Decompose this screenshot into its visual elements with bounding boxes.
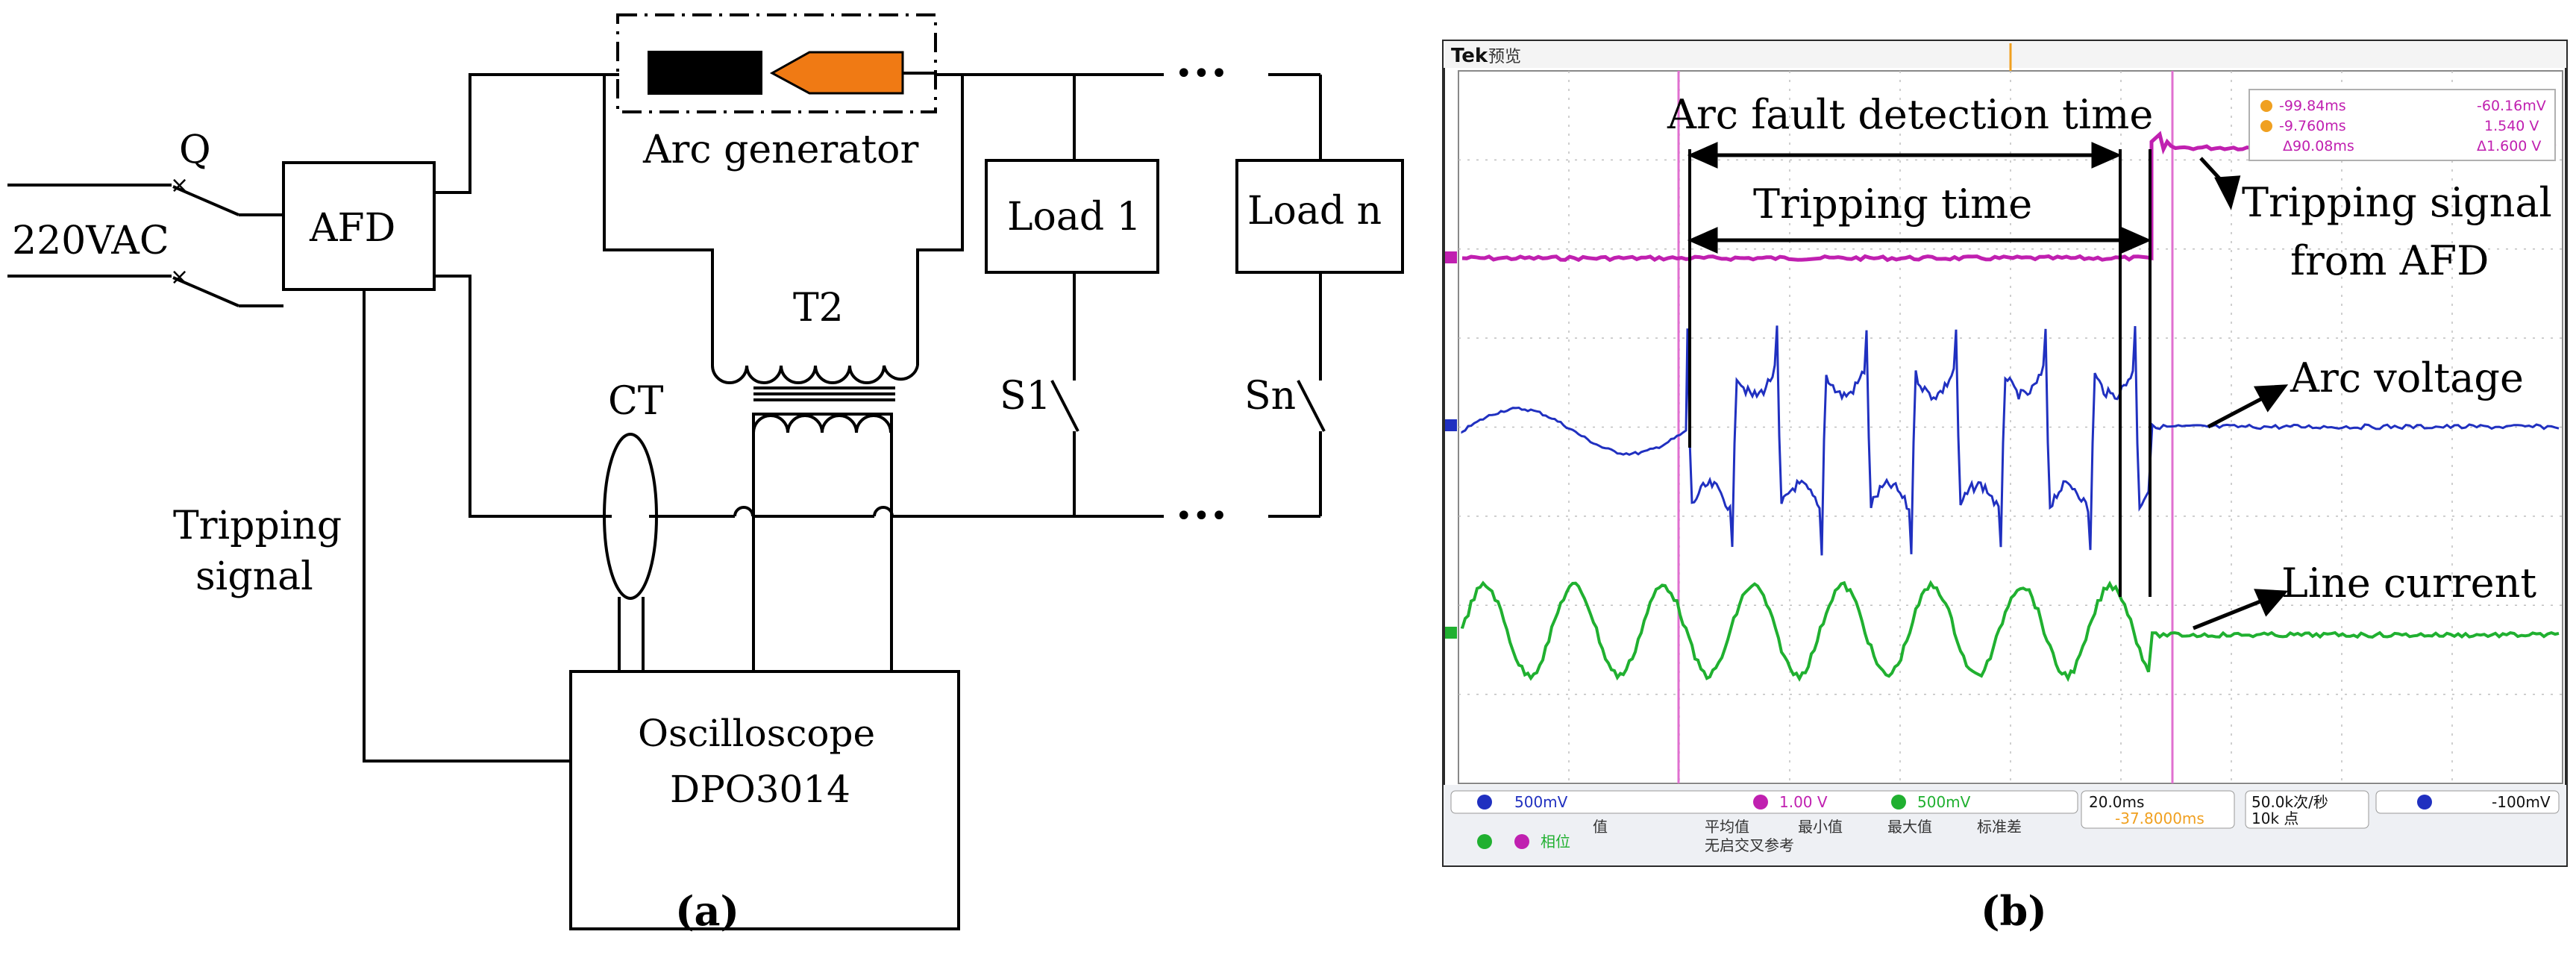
arc-electrode-orange bbox=[769, 51, 904, 95]
t2-label: T2 bbox=[793, 286, 844, 331]
scope-brand: Tek bbox=[1451, 45, 1488, 67]
afd-label: AFD bbox=[309, 206, 395, 251]
measure-col-min: 最小值 bbox=[1798, 818, 1843, 836]
load1-label: Load 1 bbox=[1007, 195, 1141, 239]
oscilloscope-label-1: Oscilloscope bbox=[638, 712, 875, 755]
circuit-labels: Q 220VAC AFD Arc generator T2 CT Load 1 … bbox=[12, 57, 1382, 935]
cursor-delta-time: Δ90.08ms bbox=[2283, 138, 2354, 154]
line-current-trace bbox=[1461, 580, 2560, 683]
cursor-b-value: 1.540 V bbox=[2484, 118, 2539, 134]
ch3-scale: 1.00 V bbox=[1779, 793, 1828, 811]
ct-ellipse bbox=[603, 433, 658, 600]
afd-box bbox=[282, 161, 436, 291]
arc-electrode-black bbox=[648, 51, 762, 95]
tripping-time-label: Tripping time bbox=[1753, 181, 2032, 228]
trigger-level: -100mV bbox=[2492, 793, 2551, 811]
circuit-diagram bbox=[7, 13, 1404, 930]
timebase-offset: -37.8000ms bbox=[2115, 810, 2204, 827]
source-label: 220VAC bbox=[12, 219, 169, 263]
cursor-b-time: -9.760ms bbox=[2279, 118, 2346, 134]
scope-panel: Tek 预览 bbox=[1442, 40, 2568, 935]
timebase-scale: 20.0ms bbox=[2089, 793, 2144, 811]
ch1-scale: 500mV bbox=[1514, 793, 1568, 811]
ch3-marker bbox=[1445, 251, 1457, 263]
q-label: Q bbox=[179, 128, 211, 172]
measure-phase: 相位 bbox=[1541, 833, 1570, 851]
cursor-b-marker bbox=[2260, 120, 2272, 132]
switch-q-contact-mark: × bbox=[170, 172, 189, 198]
sn-label: Sn bbox=[1244, 374, 1296, 419]
measure-no-cross-ref: 无启交叉参考 bbox=[1705, 836, 1794, 854]
arc-voltage-trace bbox=[1461, 325, 2560, 556]
arc-generator-box bbox=[616, 13, 937, 113]
cursor-a-time: -99.84ms bbox=[2279, 98, 2346, 114]
annotation-arrows bbox=[1687, 142, 2289, 630]
switch-q-blade-top bbox=[172, 185, 239, 216]
arc-generator-label: Arc generator bbox=[642, 128, 918, 172]
ch4-marker bbox=[1445, 627, 1457, 639]
scope-plot-area bbox=[1458, 70, 2563, 784]
measure-col-max: 最大值 bbox=[1887, 818, 1932, 836]
ct-label: CT bbox=[608, 379, 664, 424]
record-length: 10k 点 bbox=[2251, 810, 2298, 827]
panel-a-caption: (a) bbox=[675, 887, 739, 935]
t2-secondary-coil bbox=[752, 414, 892, 433]
switch-q-contact-mark: × bbox=[170, 264, 189, 290]
t2-primary-coil bbox=[711, 365, 919, 384]
ch1-marker bbox=[1445, 419, 1457, 431]
line-current-label: Line current bbox=[2281, 560, 2536, 607]
tripping-signal-label-2: signal bbox=[195, 554, 313, 599]
tripping-signal-annotation-2: from AFD bbox=[2290, 237, 2489, 284]
ellipsis-bottom: ••• bbox=[1175, 499, 1228, 533]
switch-q-blade-bottom bbox=[172, 276, 239, 307]
panel-b-caption: (b) bbox=[1981, 887, 2047, 935]
oscilloscope-label-2: DPO3014 bbox=[670, 768, 850, 811]
measure-col-std: 标准差 bbox=[1977, 818, 2022, 836]
cursor-readout-box bbox=[2248, 89, 2556, 161]
load1-box bbox=[985, 159, 1159, 274]
measure-col-value: 值 bbox=[1593, 818, 1608, 836]
arc-voltage-label: Arc voltage bbox=[2290, 354, 2524, 401]
scope-mode: 预览 bbox=[1488, 48, 1521, 66]
cursor-delta-value: Δ1.600 V bbox=[2477, 138, 2541, 154]
detection-time-label: Arc fault detection time bbox=[1667, 91, 2153, 138]
scope-top-bar bbox=[1444, 41, 2566, 68]
s1-label: S1 bbox=[1000, 374, 1051, 419]
tripping-signal-label-1: Tripping bbox=[173, 504, 342, 548]
ch4-scale: 500mV bbox=[1917, 793, 1971, 811]
oscilloscope-box bbox=[569, 670, 960, 930]
cursor-a-value: -60.16mV bbox=[2477, 98, 2546, 114]
loadn-label: Load n bbox=[1247, 189, 1382, 234]
ellipsis-top: ••• bbox=[1175, 57, 1228, 91]
measure-col-mean: 平均值 bbox=[1705, 818, 1749, 836]
sample-rate: 50.0k次/秒 bbox=[2251, 793, 2328, 811]
cursor-a-marker bbox=[2260, 100, 2272, 112]
tripping-signal-annotation-1: Tripping signal bbox=[2242, 179, 2552, 226]
